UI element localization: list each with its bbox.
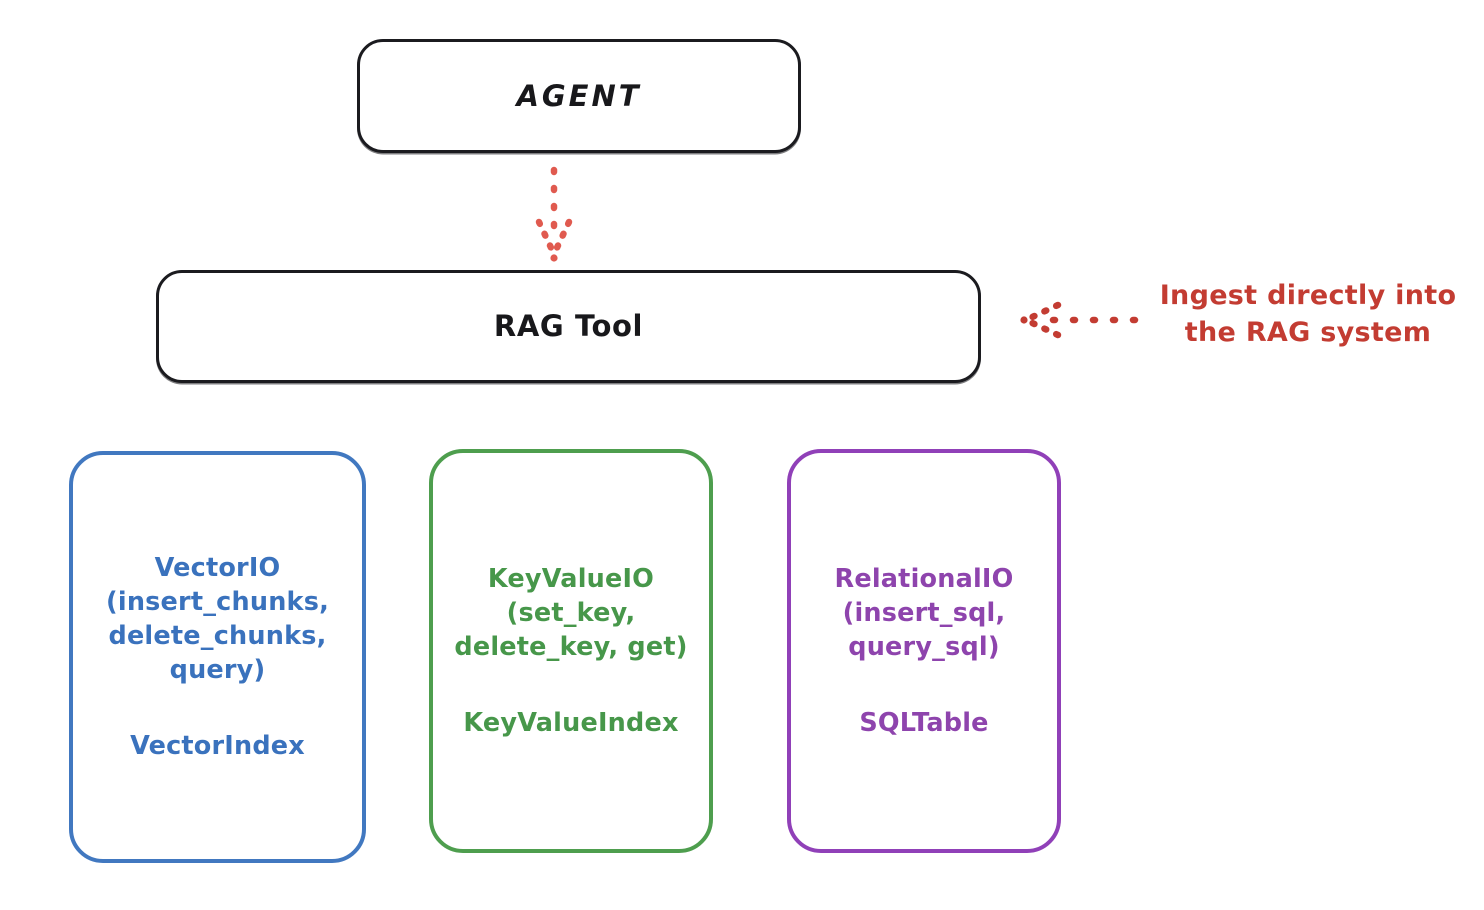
node-vector-io-secondary-label: VectorIndex	[130, 731, 305, 762]
node-key-value-io-label: KeyValueIO (set_key, delete_key, get)	[454, 563, 688, 662]
node-vector-io-label: VectorIO (insert_chunks, delete_chunks, …	[106, 552, 329, 686]
node-key-value-io-secondary-label: KeyValueIndex	[463, 708, 679, 739]
node-vector-io[interactable]: VectorIO (insert_chunks, delete_chunks, …	[69, 451, 366, 863]
node-agent-label: AGENT	[516, 78, 642, 113]
connector-ingest-to-rag-tool	[1020, 301, 1139, 339]
node-relational-io-label: RelationalIO (insert_sql, query_sql)	[834, 563, 1014, 662]
node-rag-tool-label: RAG Tool	[493, 309, 644, 344]
node-rag-tool[interactable]: RAG Tool	[156, 270, 981, 383]
node-relational-io[interactable]: RelationalIO (insert_sql, query_sql) SQL…	[787, 449, 1061, 853]
connector-agent-to-rag-tool	[535, 166, 573, 262]
node-agent[interactable]: AGENT	[357, 39, 801, 153]
node-relational-io-secondary-label: SQLTable	[859, 708, 989, 739]
node-key-value-io[interactable]: KeyValueIO (set_key, delete_key, get) Ke…	[429, 449, 713, 853]
annotation-ingest-note: Ingest directly into the RAG system	[1159, 280, 1457, 348]
